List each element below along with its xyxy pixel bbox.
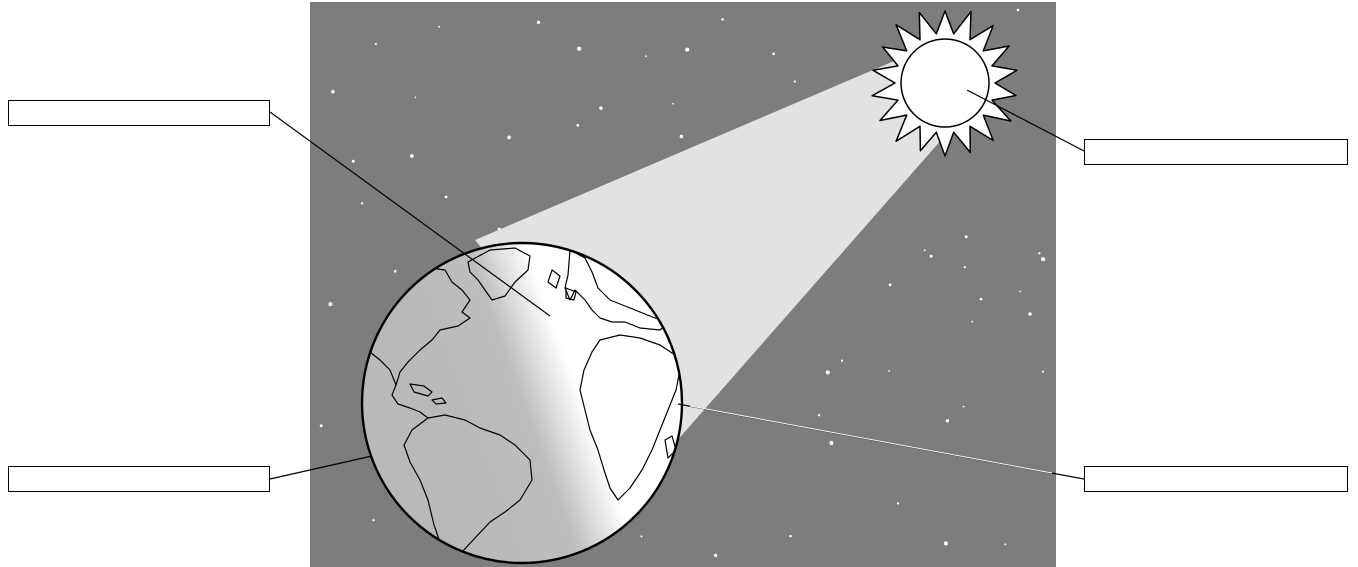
star [507,136,511,140]
star [930,255,933,258]
star [640,535,642,537]
star [331,90,335,94]
star [685,48,689,52]
star [599,106,602,109]
star [537,21,540,24]
label-box-bottom-right[interactable] [1084,466,1348,492]
star [944,541,948,545]
star [645,55,647,57]
star [1028,312,1031,315]
star [576,124,579,127]
star [375,43,377,45]
star [1042,371,1044,373]
star [965,235,968,238]
star [841,360,843,362]
star [826,370,830,374]
star [789,535,792,538]
star [1019,291,1021,293]
star [980,298,983,301]
star [897,502,899,504]
star [889,283,892,286]
star [924,249,926,251]
star [829,441,833,445]
star [1017,9,1020,12]
star [680,135,683,138]
star [394,270,397,273]
star [772,53,775,56]
star [963,406,965,408]
star [328,302,332,306]
star [361,202,363,204]
star [577,47,581,51]
star [794,80,796,82]
star [888,370,890,372]
star [320,424,323,427]
label-box-top-left[interactable] [8,100,270,126]
star [415,97,417,99]
star [352,160,355,163]
star [445,196,448,199]
star [410,154,414,158]
star [1041,257,1045,261]
star [1038,252,1040,254]
star [971,321,973,323]
star [372,519,374,521]
star [714,554,717,557]
label-box-top-right[interactable] [1084,139,1348,165]
earth [362,243,682,565]
star [964,266,966,268]
label-box-bottom-left[interactable] [8,466,270,492]
sun-disk [901,39,989,127]
star [438,26,440,28]
star [721,18,724,21]
star [818,414,820,416]
star [672,103,674,105]
star [1004,543,1006,545]
star [946,419,949,422]
